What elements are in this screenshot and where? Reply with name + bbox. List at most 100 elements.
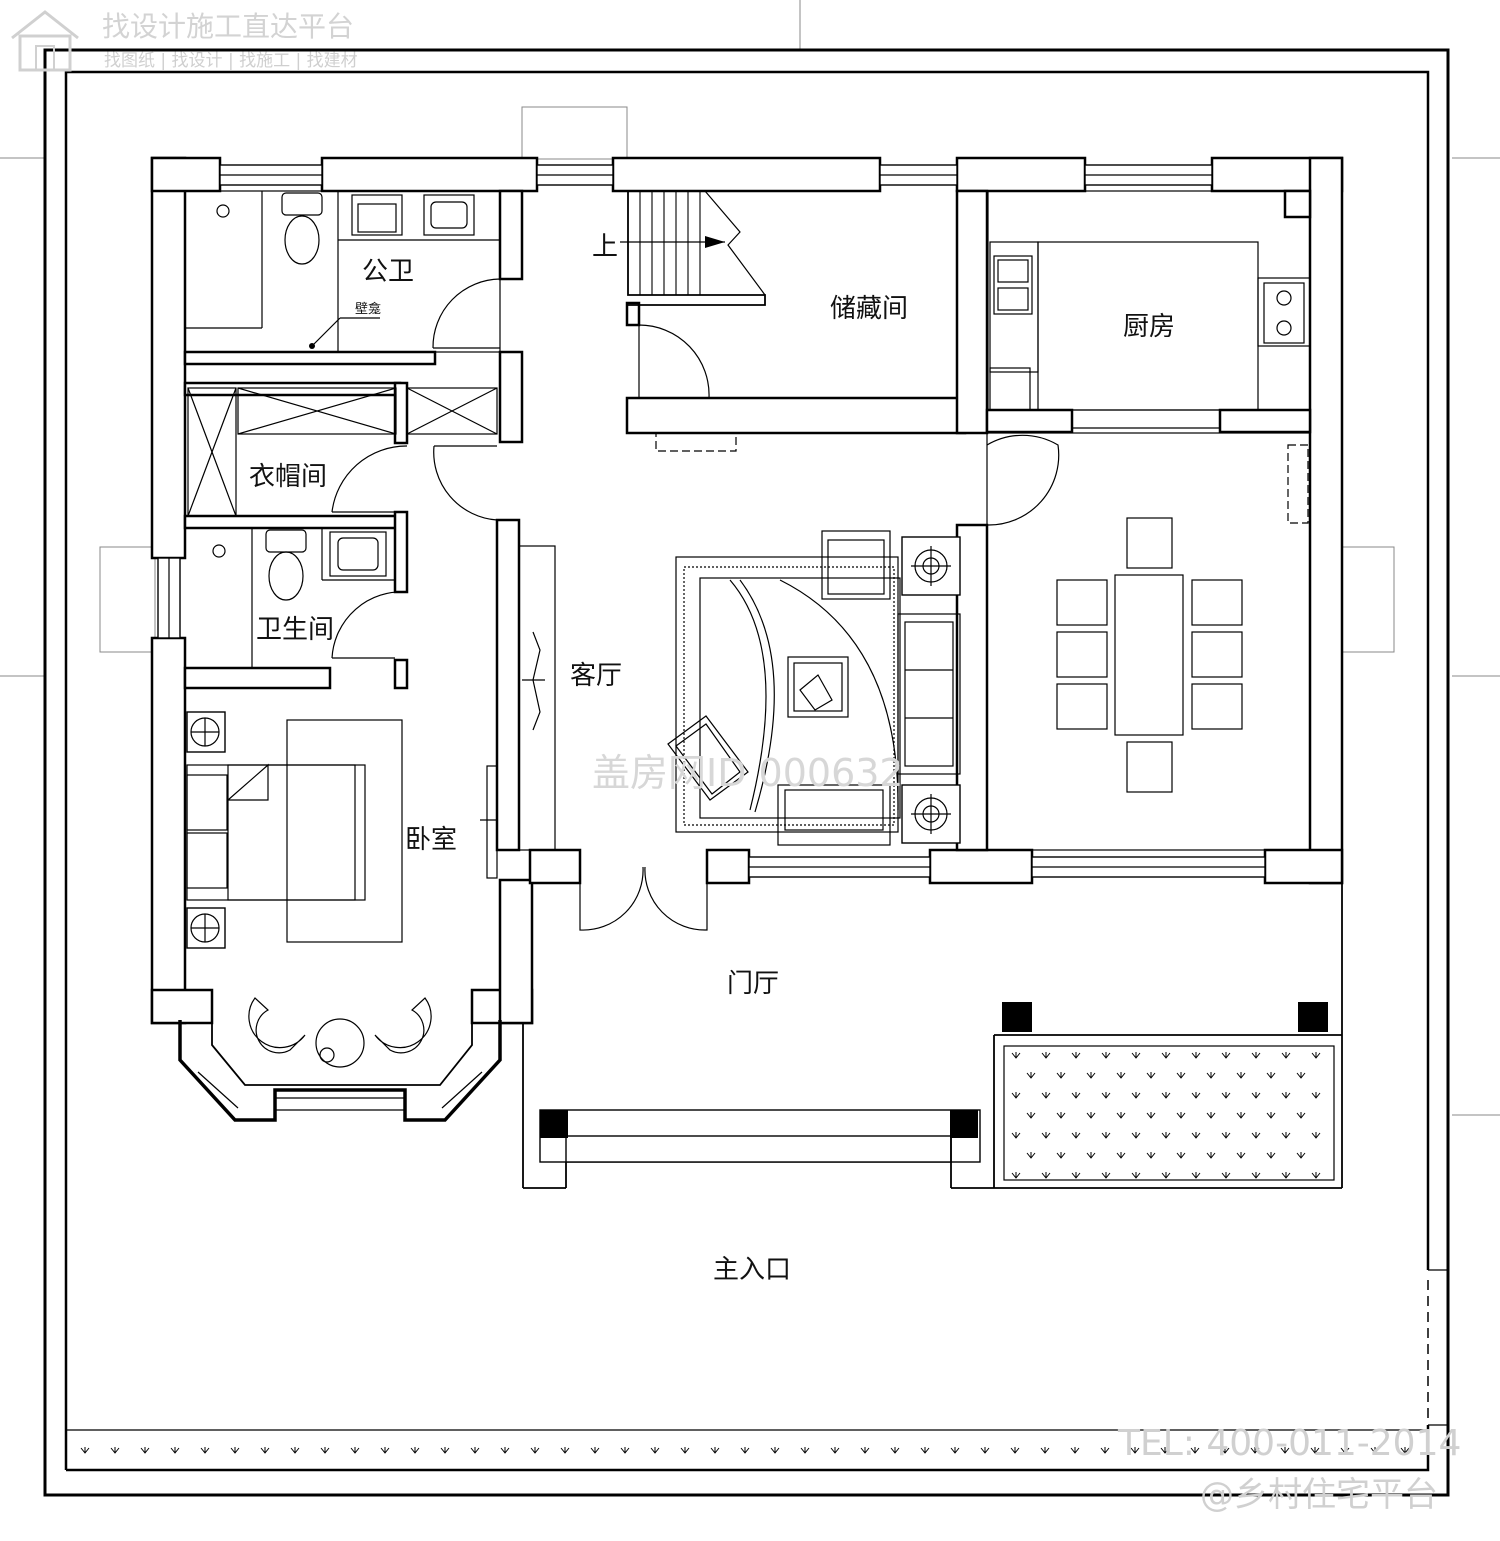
grass-mark (1011, 1092, 1021, 1099)
grass-mark (1086, 1112, 1096, 1119)
grass-mark (620, 1447, 630, 1454)
grass-mark (1026, 1152, 1036, 1159)
grass-mark (1116, 1152, 1126, 1159)
grass-mark (1131, 1132, 1141, 1139)
grass-mark (1191, 1172, 1201, 1179)
grass-mark (470, 1447, 480, 1454)
kitchen-label: 厨房 (1123, 312, 1175, 342)
grass-mark (290, 1447, 300, 1454)
main-entrance-label: 主入口 (713, 1255, 791, 1285)
grass-mark (1251, 1132, 1261, 1139)
exterior-walls (150, 156, 1344, 1025)
grass-mark (1191, 1132, 1201, 1139)
grass-mark (1100, 1447, 1110, 1454)
grass-mark (1221, 1052, 1231, 1059)
public-bath-fixtures (184, 190, 501, 353)
grass-mark (1296, 1152, 1306, 1159)
grass-mark (1071, 1052, 1081, 1059)
interior-walls (183, 189, 1312, 852)
grass-mark (830, 1447, 840, 1454)
grass-mark (410, 1447, 420, 1454)
grass-mark (1236, 1152, 1246, 1159)
dining-furniture (986, 432, 1311, 851)
grass-mark (1041, 1172, 1051, 1179)
watermark-platform: @乡村住宅平台 (1200, 1475, 1438, 1515)
porch (522, 883, 1343, 1189)
grass-mark (1131, 1092, 1141, 1099)
grass-mark (1131, 1172, 1141, 1179)
watermark-subtitle: 找图纸 | 找设计 | 找施工 | 找建材 (104, 51, 358, 71)
grass-mark (1041, 1132, 1051, 1139)
grass-mark (1296, 1112, 1306, 1119)
grass-mark (1130, 1447, 1140, 1454)
living-room-label: 客厅 (570, 661, 622, 691)
grass-mark (1070, 1447, 1080, 1454)
grass-mark (1251, 1092, 1261, 1099)
grass-mark (1176, 1152, 1186, 1159)
grass-mark (1206, 1152, 1216, 1159)
windows (157, 164, 1266, 878)
grass-mark (1176, 1112, 1186, 1119)
watermark-tel: TEL: 400-011-2014 (1117, 1423, 1461, 1464)
grass-mark (1190, 1447, 1200, 1454)
grass-mark (1236, 1072, 1246, 1079)
grass-mark (1056, 1152, 1066, 1159)
grass-mark (140, 1447, 150, 1454)
staircase (620, 190, 766, 306)
grass-mark (1250, 1447, 1260, 1454)
grass-mark (170, 1447, 180, 1454)
grass-mark (1251, 1052, 1261, 1059)
door-swings (331, 278, 1309, 931)
grass-mark (1010, 1447, 1020, 1454)
grass-mark (1116, 1112, 1126, 1119)
grass-mark (860, 1447, 870, 1454)
grass-mark (200, 1447, 210, 1454)
grass-mark (1041, 1092, 1051, 1099)
grass-mark (1056, 1072, 1066, 1079)
grass-mark (1011, 1052, 1021, 1059)
grass-mark (1340, 1447, 1350, 1454)
grass-mark (1310, 1447, 1320, 1454)
grass-mark (1101, 1092, 1111, 1099)
reference-lines (0, 0, 1500, 1116)
grass-mark (1161, 1052, 1171, 1059)
grass-mark (1266, 1112, 1276, 1119)
grass-mark (800, 1447, 810, 1454)
grass-mark (1011, 1132, 1021, 1139)
grass-mark (80, 1447, 90, 1454)
grass-mark (380, 1447, 390, 1454)
grass-mark (1131, 1052, 1141, 1059)
grass-mark (1026, 1072, 1036, 1079)
kitchen-fixtures (987, 189, 1312, 429)
grass-mark (740, 1447, 750, 1454)
grass-mark (1116, 1072, 1126, 1079)
grass-mark (1206, 1072, 1216, 1079)
grass-mark (1146, 1152, 1156, 1159)
grass-mark (1161, 1172, 1171, 1179)
grass-mark (920, 1447, 930, 1454)
grass-mark (1236, 1112, 1246, 1119)
watermark-logo (11, 10, 79, 72)
porch-lawn (1011, 1052, 1321, 1179)
grass-mark (230, 1447, 240, 1454)
grass-mark (1281, 1052, 1291, 1059)
watermark-title: 找设计施工直达平台 (102, 10, 354, 43)
grass-mark (1041, 1052, 1051, 1059)
grass-mark (1266, 1072, 1276, 1079)
grass-mark (1311, 1132, 1321, 1139)
bathroom-fixtures (212, 528, 395, 668)
grass-mark (1011, 1172, 1021, 1179)
grass-mark (1221, 1092, 1231, 1099)
grass-mark (530, 1447, 540, 1454)
grass-mark (500, 1447, 510, 1454)
lawn-strip (80, 1447, 1410, 1454)
grass-mark (1296, 1072, 1306, 1079)
grass-mark (1161, 1092, 1171, 1099)
grass-mark (350, 1447, 360, 1454)
grass-mark (1400, 1447, 1410, 1454)
grass-mark (1071, 1172, 1081, 1179)
grass-mark (1040, 1447, 1050, 1454)
grass-mark (1056, 1112, 1066, 1119)
grass-mark (1221, 1172, 1231, 1179)
foyer-label: 门厅 (727, 969, 779, 999)
